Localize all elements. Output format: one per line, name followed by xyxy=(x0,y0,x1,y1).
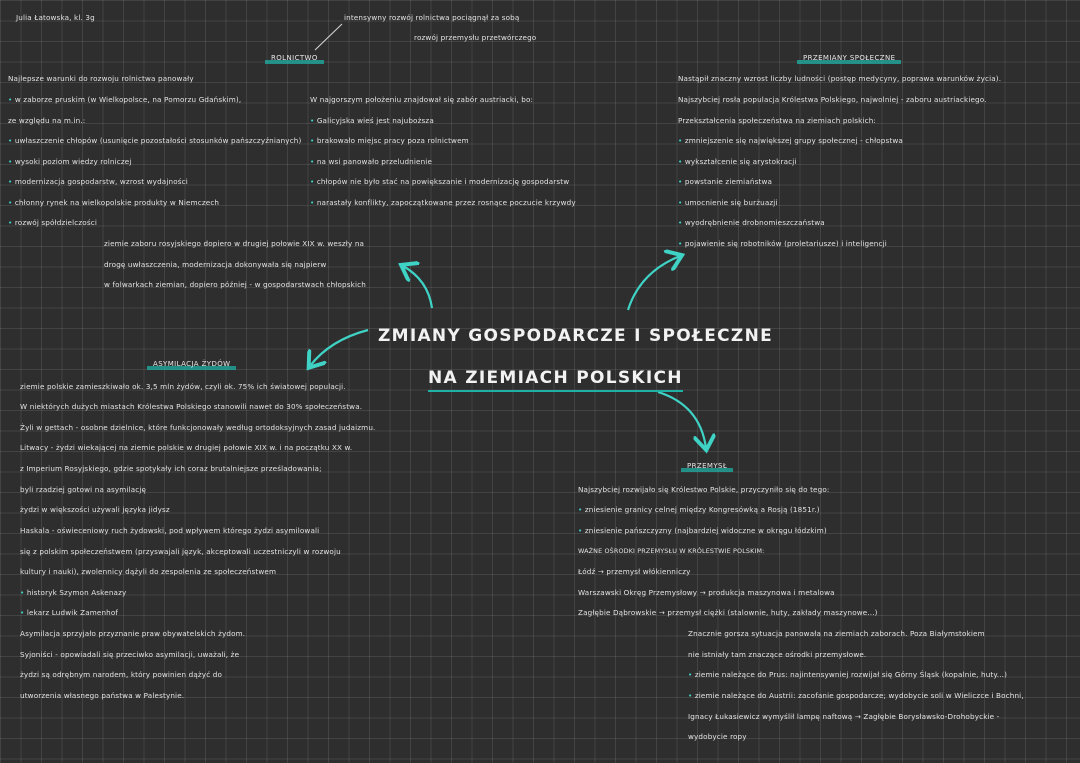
rolnictwo-left-bullet: • chłonny rynek na wielkopolskie produkt… xyxy=(8,198,220,207)
przemysl-bullet: • zniesienie pańszczyzny (najbardziej wi… xyxy=(578,526,827,535)
page-title-line-2: NA ZIEMIACH POLSKICH xyxy=(428,368,683,392)
arrow-to-rolnictwo xyxy=(403,266,434,309)
przemysl-line: Zagłębie Dąbrowskie → przemysł ciężki (s… xyxy=(578,608,878,617)
arrow-to-przemiany xyxy=(626,256,680,311)
przemysl-bullet: • ziemie należące do Prus: najintensywni… xyxy=(688,670,1008,679)
asymilacja-line: się z polskim społeczeństwem (przyswajal… xyxy=(20,547,341,556)
przemysl-line: WAŻNE OŚRODKI PRZEMYSŁU W KRÓLESTWIE POL… xyxy=(578,547,765,555)
przemiany-bullet: • powstanie ziemiaństwa xyxy=(678,177,773,186)
top-note-line-2: rozwój przemysłu przetwórczego xyxy=(414,33,537,42)
asymilacja-line: ziemie polskie zamieszkiwało ok. 3,5 mln… xyxy=(20,382,346,391)
przemysl-line: Znacznie gorsza sytuacja panowała na zie… xyxy=(688,629,985,638)
przemysl-line: Najszybciej rozwijało się Królestwo Pols… xyxy=(578,485,830,494)
rolnictwo-left-bullet: • modernizacja gospodarstw, wzrost wydaj… xyxy=(8,177,188,186)
asymilacja-heading: ASYMILACJA ŻYDÓW xyxy=(146,360,237,370)
przemysl-line: Ignacy Łukasiewicz wymyślił lampę naftow… xyxy=(688,712,1000,721)
asymilacja-line: Asymilacja sprzyjało przyznanie praw oby… xyxy=(20,629,246,638)
rolnictwo-right-bullet: • chłopów nie było stać na powiększanie … xyxy=(310,177,570,186)
asymilacja-line: utworzenia własnego państwa w Palestynie… xyxy=(20,691,185,700)
przemysl-line: wydobycie ropy xyxy=(688,732,747,741)
asymilacja-line: Żyli w gettach - osobne dzielnice, które… xyxy=(20,423,376,432)
arrow-to-przemysl xyxy=(657,390,706,448)
przemiany-bullet: • pojawienie się robotników (proletarius… xyxy=(678,239,887,248)
author-name: Julia Łatowska, kl. 3g xyxy=(16,13,95,22)
przemiany-bullet: • wykształcenie się arystokracji xyxy=(678,157,797,166)
rolnictwo-left-line: • w zaborze pruskim (w Wielkopolsce, na … xyxy=(8,95,242,104)
rolnictwo-russian-line: w folwarkach ziemian, dopiero później - … xyxy=(104,280,366,289)
asymilacja-line: Haskala - oświeceniowy ruch żydowski, po… xyxy=(20,526,320,535)
asymilacja-line: Syjoniści - opowiadali się przeciwko asy… xyxy=(20,650,240,659)
przemiany-bullet: • wyodrębnienie drobnomieszczaństwa xyxy=(678,218,825,227)
asymilacja-line: kultury i nauki), zwolennicy dążyli do z… xyxy=(20,567,277,576)
rolnictwo-right-bullet: • Galicyjska wieś jest najuboższa xyxy=(310,116,434,125)
rolnictwo-right-bullet: • na wsi panowało przeludnienie xyxy=(310,157,433,166)
rolnictwo-russian-line: drogę uwłaszczenia, modernizacja dokonyw… xyxy=(104,260,327,269)
rolnictwo-right-bullet: • brakowało miejsc pracy poza rolnictwem xyxy=(310,136,469,145)
rolnictwo-heading: ROLNICTWO xyxy=(265,54,324,64)
przemysl-bullet: • ziemie należące do Austrii: zacofanie … xyxy=(688,691,1024,700)
rolnictwo-left-bullet: • wysoki poziom wiedzy rolniczej xyxy=(8,157,132,166)
asymilacja-line: z Imperium Rosyjskiego, gdzie spotykały … xyxy=(20,464,322,473)
rolnictwo-right-line: W najgorszym położeniu znajdował się zab… xyxy=(310,95,534,104)
asymilacja-line: żydzi w większości używali języka jidysz xyxy=(20,505,170,514)
przemysl-line: Warszawski Okręg Przemysłowy → produkcja… xyxy=(578,588,835,597)
przemiany-line: Najszybciej rosła populacja Królestwa Po… xyxy=(678,95,987,104)
rolnictwo-left-line: Najlepsze warunki do rozwoju rolnictwa p… xyxy=(8,74,194,83)
rolnictwo-left-line: ze względu na m.in.: xyxy=(8,116,86,125)
przemysl-heading: PRZEMYSŁ xyxy=(680,462,734,472)
przemiany-line: Nastąpił znaczny wzrost liczby ludności … xyxy=(678,74,1002,83)
przemiany-bullet: • umocnienie się burżuazji xyxy=(678,198,778,207)
asymilacja-line: byli rzadziej gotowi na asymilację xyxy=(20,485,147,494)
przemysl-line: nie istniały tam znaczące ośrodki przemy… xyxy=(688,650,867,659)
arrow-to-asymilacja xyxy=(310,328,369,366)
top-note-connector xyxy=(314,23,343,51)
przemiany-heading: PRZEMIANY SPOŁECZNE xyxy=(796,54,902,64)
asymilacja-line: Litwacy - żydzi wiekającej na ziemie pol… xyxy=(20,443,353,452)
przemiany-bullet: • zmniejszenie się największej grupy spo… xyxy=(678,136,903,145)
przemysl-line: Łódź → przemysł włókienniczy xyxy=(578,567,691,576)
rolnictwo-left-bullet: • rozwój spółdzielczości xyxy=(8,218,97,227)
asymilacja-bullet: • historyk Szymon Askenazy xyxy=(20,588,127,597)
przemiany-line: Przekształcenia społeczeństwa na ziemiac… xyxy=(678,116,876,125)
rolnictwo-right-bullet: • narastały konflikty, zapoczątkowane pr… xyxy=(310,198,576,207)
przemysl-bullet: • zniesienie granicy celnej między Kongr… xyxy=(578,505,820,514)
asymilacja-bullet: • lekarz Ludwik Zamenhof xyxy=(20,608,119,617)
rolnictwo-russian-line: ziemie zaboru rosyjskiego dopiero w drug… xyxy=(104,239,365,248)
rolnictwo-left-bullet: • uwłaszczenie chłopów (usunięcie pozost… xyxy=(8,136,302,145)
asymilacja-line: żydzi są odrębnym narodem, który powinie… xyxy=(20,670,222,679)
top-note-line-1: intensywny rozwój rolnictwa pociągnął za… xyxy=(344,13,520,22)
asymilacja-line: W niektórych dużych miastach Królestwa P… xyxy=(20,402,363,411)
page-title-line-1: ZMIANY GOSPODARCZE I SPOŁECZNE xyxy=(378,326,774,346)
